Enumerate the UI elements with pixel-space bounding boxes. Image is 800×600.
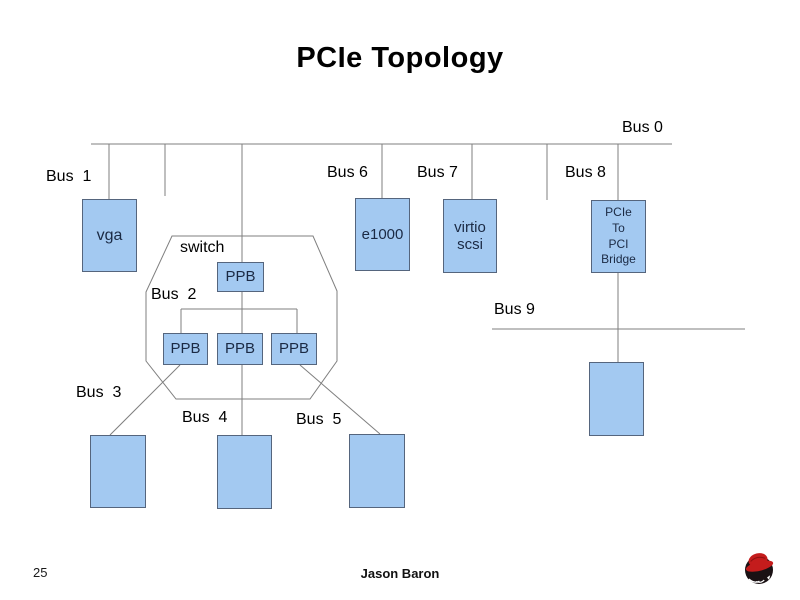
switch-label: switch	[180, 239, 225, 256]
bus0-label: Bus 0	[622, 119, 663, 136]
pcie-to-pci-bridge-box: PCIe To PCI Bridge	[591, 200, 646, 273]
bus9-label: Bus 9	[494, 301, 535, 318]
bus4-device-box	[217, 435, 272, 509]
switch-outline	[145, 235, 338, 400]
ppb-downstream-box-2: PPB	[217, 333, 263, 365]
bus5-label: Bus 5	[296, 411, 342, 428]
ppb-upstream-box: PPB	[217, 262, 264, 292]
bus3-label: Bus 3	[76, 384, 122, 401]
red-hat-logo-icon	[745, 553, 774, 584]
bus3-device-box	[90, 435, 146, 508]
e1000-device-box: e1000	[355, 198, 410, 271]
page-number: 25	[33, 565, 48, 580]
bus5-device-box	[349, 434, 405, 508]
bus2-label: Bus 2	[151, 286, 197, 303]
slide-title: PCIe Topology	[296, 42, 504, 74]
bus6-label: Bus 6	[327, 164, 368, 181]
bus1-label: Bus 1	[46, 168, 92, 185]
bus7-label: Bus 7	[417, 164, 458, 181]
bus8-label: Bus 8	[565, 164, 606, 181]
bus3-link-line	[109, 364, 181, 436]
author-name: Jason Baron	[360, 566, 440, 581]
virtio-scsi-device-box: virtio scsi	[443, 199, 497, 273]
bus4-label: Bus 4	[182, 409, 228, 426]
ppb-downstream-box-3: PPB	[271, 333, 317, 365]
ppb-downstream-box-1: PPB	[163, 333, 208, 365]
bus9-device-box	[589, 362, 644, 436]
vga-device-box: vga	[82, 199, 137, 272]
bus5-link-line	[299, 364, 381, 435]
